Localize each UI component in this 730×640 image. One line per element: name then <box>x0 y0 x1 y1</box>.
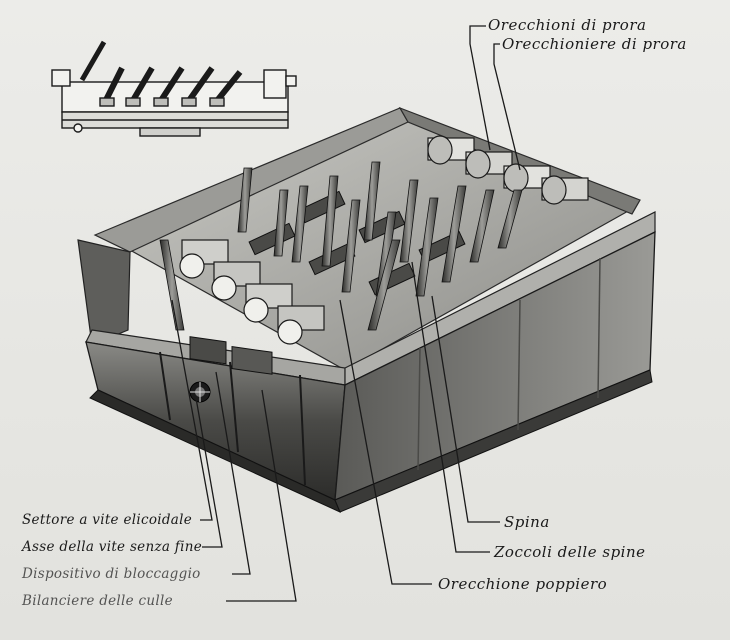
pins <box>159 161 523 331</box>
inset-side-view <box>51 40 297 137</box>
handwheel <box>189 381 211 403</box>
label-bilanciere-culle: Bilanciere delle culle <box>21 593 173 609</box>
label-orecchioniere-di-prora: Orecchioniere di prora <box>502 35 687 53</box>
labels: Orecchioni di prora Orecchioniere di pro… <box>20 16 687 609</box>
label-orecchione-poppiero: Orecchione poppiero <box>438 575 607 593</box>
bow-trunnion-blocks <box>427 135 589 205</box>
cradle-frame <box>77 106 656 513</box>
label-asse-vite: Asse della vite senza fine <box>20 539 202 555</box>
label-spina: Spina <box>504 513 550 531</box>
stern-trunnion-blocks <box>179 239 325 345</box>
inset-pins <box>79 40 243 107</box>
label-dispositivo-bloccaggio: Dispositivo di bloccaggio <box>21 566 201 582</box>
leader-lines <box>171 25 521 602</box>
label-settore-vite: Settore a vite elicoidale <box>22 512 192 528</box>
label-orecchioni-di-prora: Orecchioni di prora <box>488 16 646 34</box>
label-zoccoli-delle-spine: Zoccoli delle spine <box>493 543 646 561</box>
